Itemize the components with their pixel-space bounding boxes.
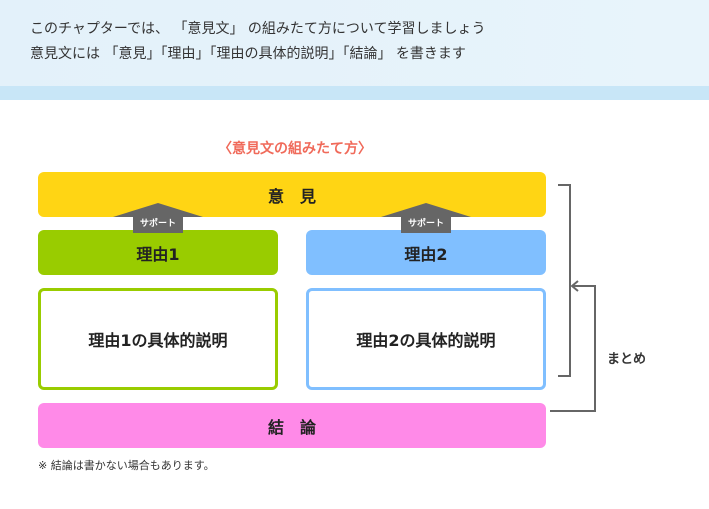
- intro-line-1: このチャプターでは、 「意見文」 の組みたて方について学習しましょう: [30, 21, 486, 37]
- support-label-1: サポート: [139, 219, 176, 229]
- intro-line-2: 意見文には 「意見」「理由」「理由の具体的説明」「結論」 を書きます: [30, 46, 466, 62]
- reason2-detail-box: 理由2の具体的説明: [306, 288, 546, 390]
- reason1-box: 理由1: [38, 230, 278, 275]
- up-arrow-icon: [381, 203, 471, 233]
- up-arrow-icon: [113, 203, 203, 233]
- summary-bracket: [550, 184, 596, 412]
- reason2-box: 理由2: [306, 230, 546, 275]
- footnote: ※ 結論は書かない場合もあります。: [38, 459, 215, 472]
- conclusion-box: 結 論: [38, 403, 546, 448]
- support-arrow-1: サポート: [113, 203, 203, 233]
- support-arrow-2: サポート: [381, 203, 471, 233]
- summary-label: まとめ: [607, 352, 647, 367]
- reason1-detail-box: 理由1の具体的説明: [38, 288, 278, 390]
- support-label-2: サポート: [407, 219, 444, 229]
- opinion-box: 意 見: [38, 172, 546, 217]
- banner-stripe: [0, 86, 709, 100]
- diagram-title: 〈意見文の組みたて方〉: [218, 141, 372, 157]
- intro-banner: [0, 0, 709, 86]
